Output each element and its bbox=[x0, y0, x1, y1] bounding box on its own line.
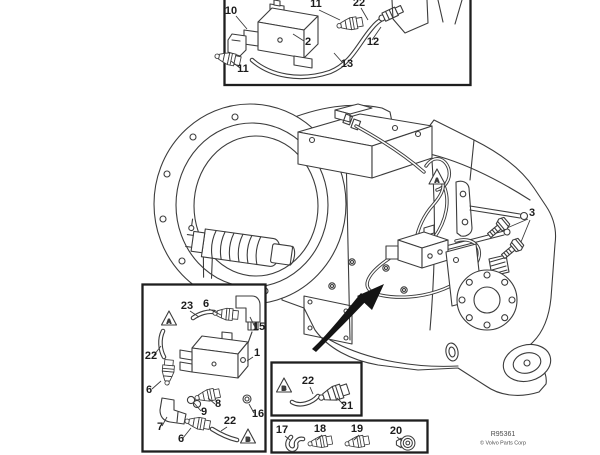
hose-23 bbox=[190, 309, 217, 321]
callout-21: 21 bbox=[341, 400, 353, 412]
output-bore bbox=[502, 343, 552, 383]
elbow-hose-17 bbox=[285, 434, 306, 452]
solenoid-valve bbox=[365, 182, 482, 299]
callout-8: 8 bbox=[215, 398, 221, 410]
callout-1: 1 bbox=[254, 347, 260, 359]
bracket-outline bbox=[391, 0, 463, 34]
copyright-text: © Volvo Parts Corp bbox=[480, 440, 526, 447]
hose-22-b bbox=[289, 393, 321, 407]
inset-detail-b: B bbox=[270, 361, 363, 417]
callout-12: 12 bbox=[367, 36, 379, 48]
drawing-stamp: R95361 © Volvo Parts Corp bbox=[480, 431, 526, 447]
callout-3: 3 bbox=[529, 207, 535, 219]
valve-1 bbox=[179, 331, 249, 379]
callout-11-top: 11 bbox=[310, 0, 322, 10]
ribbed-boot bbox=[185, 218, 296, 279]
warning-marker-a: A bbox=[167, 319, 172, 326]
callout-7: 7 bbox=[157, 421, 163, 433]
callout-20: 20 bbox=[390, 425, 402, 437]
callout-13: 13 bbox=[341, 58, 353, 70]
warning-marker-a-main: A bbox=[435, 178, 440, 185]
callout-6c: 6 bbox=[178, 433, 184, 445]
callout-leader-lines bbox=[151, 7, 531, 442]
callout-2: 2 bbox=[305, 36, 311, 48]
callout-16: 16 bbox=[252, 408, 264, 420]
callout-23: 23 bbox=[181, 300, 193, 312]
callout-11-bottom: 11 bbox=[237, 63, 249, 75]
pointer-arrow bbox=[312, 284, 384, 352]
cable-13 bbox=[249, 15, 387, 80]
elbow-10 bbox=[227, 33, 247, 57]
hose-22-left bbox=[158, 328, 167, 360]
harness-cable bbox=[354, 124, 452, 240]
inset-top-detail bbox=[213, 0, 472, 87]
warning-triangle-a-main: A bbox=[428, 168, 446, 185]
warning-marker-b: B bbox=[246, 437, 251, 444]
callout-22c: 22 bbox=[302, 375, 314, 387]
callout-22-top: 22 bbox=[353, 0, 365, 9]
bracket-linkage bbox=[429, 180, 529, 277]
connector-12 bbox=[378, 4, 404, 22]
warning-triangle-a: A bbox=[160, 310, 178, 326]
callout-6a: 6 bbox=[203, 298, 209, 310]
callout-10: 10 bbox=[225, 5, 237, 17]
callout-18: 18 bbox=[314, 423, 326, 435]
callout-labels: 10 11 22 2 11 12 13 3 23 6 15 22 6 1 8 9… bbox=[145, 0, 535, 445]
warning-marker-b2: B bbox=[282, 386, 287, 393]
washers-9 bbox=[186, 395, 202, 409]
main-transmission-assembly: A bbox=[153, 103, 557, 396]
warning-triangle-b: B bbox=[239, 428, 257, 444]
callout-22b: 22 bbox=[224, 415, 236, 427]
callout-6b: 6 bbox=[146, 384, 152, 396]
drawing-number: R95361 bbox=[491, 431, 516, 438]
valve-assembly-2 bbox=[243, 0, 319, 69]
nut-16 bbox=[242, 394, 252, 404]
callout-9: 9 bbox=[201, 406, 207, 418]
hose-22-bottom bbox=[209, 426, 240, 443]
top-cover bbox=[297, 103, 433, 179]
callout-19: 19 bbox=[351, 423, 363, 435]
inset-fitting-row bbox=[270, 419, 429, 454]
callout-22a: 22 bbox=[145, 350, 157, 362]
callout-15: 15 bbox=[253, 321, 265, 333]
warning-triangle-b2: B bbox=[275, 377, 293, 393]
callout-17: 17 bbox=[276, 424, 288, 436]
rear-flange bbox=[445, 243, 518, 331]
